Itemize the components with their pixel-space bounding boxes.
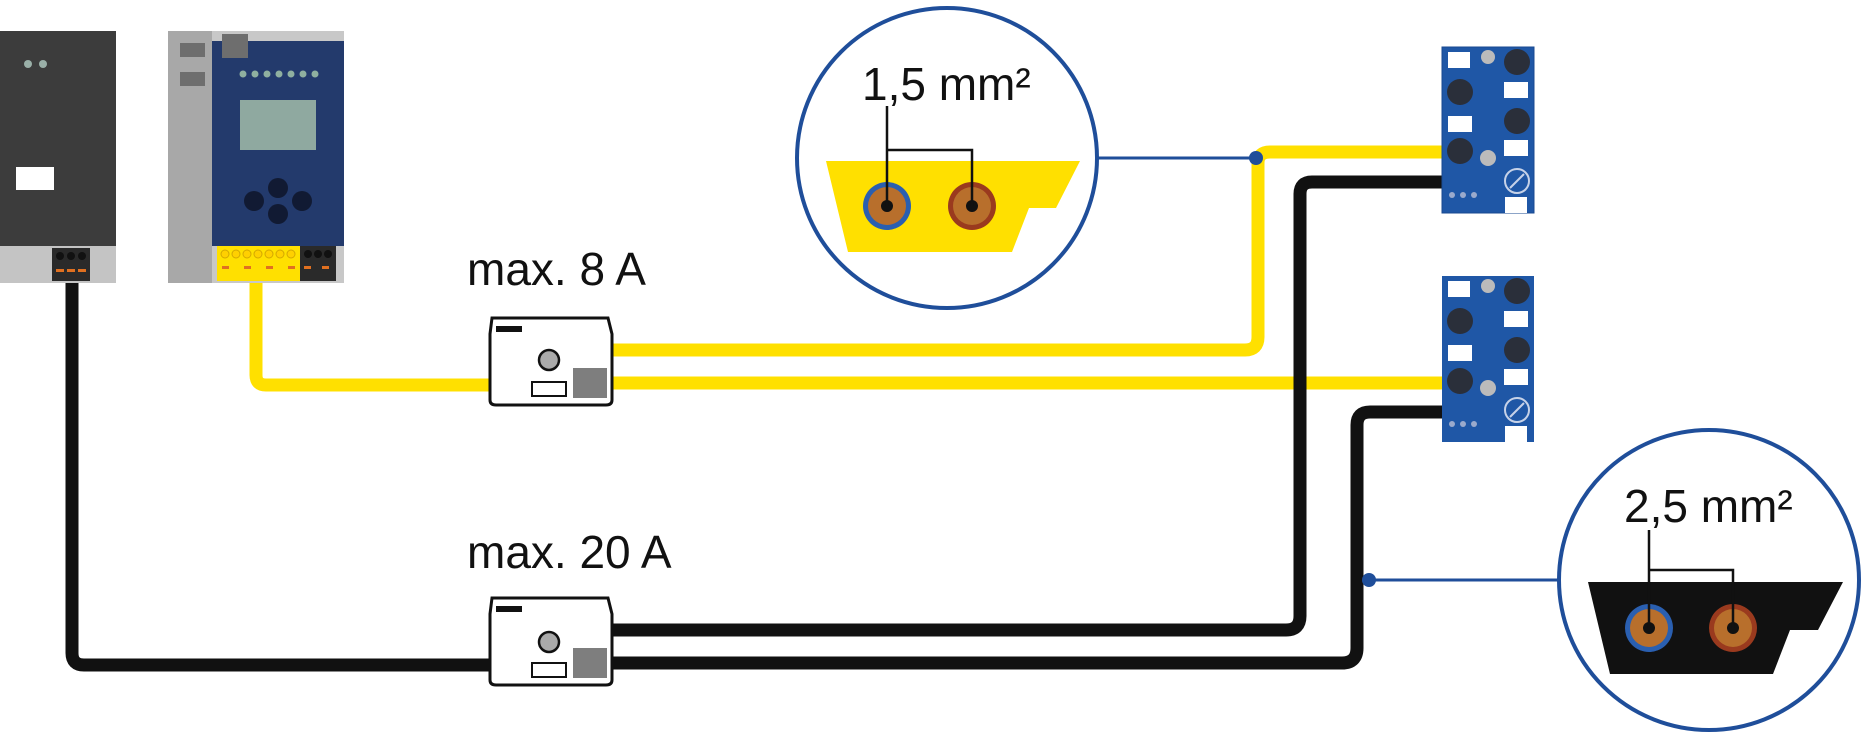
gateway-keypad: [244, 178, 312, 224]
black-cable-to-module-top: [605, 175, 1452, 637]
io-module-icon: [1442, 276, 1534, 442]
black-cable-psu-to-fuse: [65, 273, 497, 672]
gateway-display: [240, 100, 316, 150]
fuse-box-icon: [488, 316, 614, 407]
cables: [65, 145, 1452, 672]
yellow-cable-gateway-to-fuse: [249, 228, 497, 392]
callout-anchor-dot: [1249, 151, 1263, 165]
cable-cross-section-icon: [1588, 530, 1843, 674]
callout-anchor-dot: [1362, 573, 1376, 587]
fuse-box-icon: [488, 596, 614, 687]
gateway-terminals-black: [300, 246, 336, 281]
safety-gateway-icon: [168, 31, 344, 283]
fuse-8a-label: max. 8 A: [467, 243, 646, 295]
callout-black-cable: 2,5 mm²: [1362, 428, 1861, 732]
callout-yellow-cable: 1,5 mm²: [795, 6, 1263, 310]
gateway-terminals-yellow: [217, 246, 300, 281]
power-supply-icon: [0, 31, 116, 283]
cable-cross-section-icon: [826, 106, 1080, 252]
cross-section-1-5-label: 1,5 mm²: [862, 58, 1031, 110]
status-led-row: [239, 70, 319, 78]
fuse-20a-label: max. 20 A: [467, 526, 672, 578]
io-module-icon: [1441, 46, 1535, 214]
cross-section-2-5-label: 2,5 mm²: [1624, 480, 1793, 532]
black-cable-to-module-bottom: [605, 405, 1452, 670]
yellow-cable-to-module-top: [605, 145, 1452, 357]
